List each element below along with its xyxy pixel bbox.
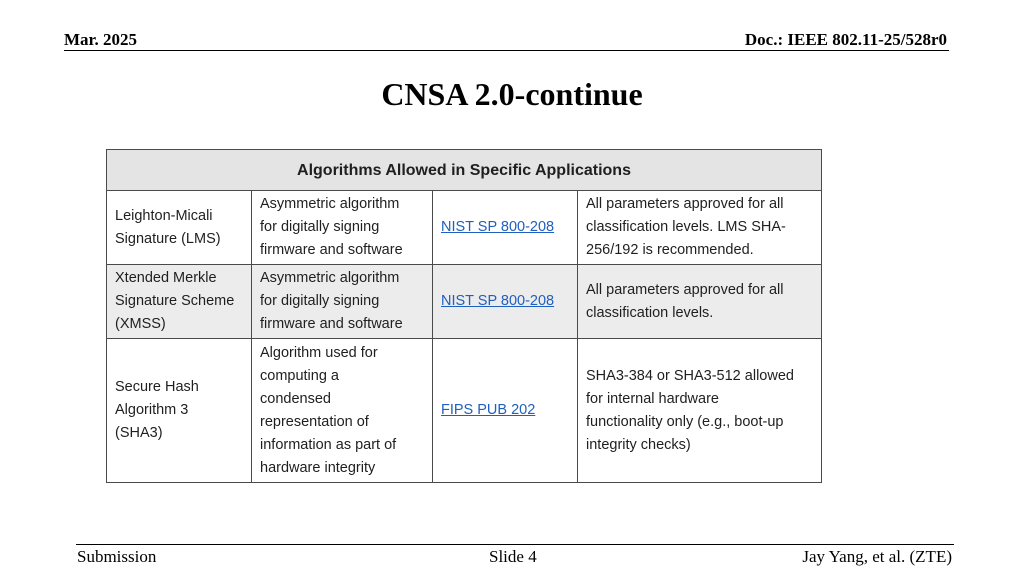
table-row: Leighton-Micali Signature (LMS) Asymmetr… <box>106 190 822 265</box>
cell-line: Asymmetric algorithm <box>260 270 400 286</box>
cell-line: for digitally signing <box>260 219 380 235</box>
function-cell: Asymmetric algorithm for digitally signi… <box>251 190 433 265</box>
cell-line: integrity checks) <box>586 436 691 453</box>
header-divider <box>64 50 949 51</box>
slide-title: CNSA 2.0-continue <box>381 76 643 112</box>
cell-line: Algorithm 3 <box>115 402 189 418</box>
algorithms-table: Algorithms Allowed in Specific Applicati… <box>106 149 822 483</box>
cell-line: Algorithm used for <box>260 344 378 361</box>
footer-slide-number: Slide 4 <box>489 547 537 566</box>
cell-line: Asymmetric algorithm <box>260 196 400 212</box>
cell-line: 256/192 is recommended. <box>586 242 754 258</box>
cell-line: Leighton-Micali <box>115 207 213 224</box>
cell-line: All parameters approved for all <box>586 196 784 212</box>
cell-line: Signature Scheme <box>115 293 235 309</box>
cell-line: SHA3-384 or SHA3-512 allowed <box>586 367 794 384</box>
spec-link[interactable]: NIST SP 800-208 <box>441 293 555 309</box>
parameters-cell: SHA3-384 or SHA3-512 allowed for interna… <box>577 338 822 483</box>
cell-line: Secure Hash <box>115 379 199 395</box>
footer-divider <box>76 544 954 545</box>
parameters-cell: All parameters approved for all classifi… <box>577 264 822 339</box>
spec-link[interactable]: FIPS PUB 202 <box>441 402 536 418</box>
algorithm-name-cell: Leighton-Micali Signature (LMS) <box>106 190 252 265</box>
header-date: Mar. 2025 <box>64 30 138 49</box>
algorithm-name-cell: Xtended Merkle Signature Scheme (XMSS) <box>106 264 252 339</box>
parameters-cell: All parameters approved for all classifi… <box>577 190 822 265</box>
header-doc-id: Doc.: IEEE 802.11-25/528r0 <box>744 30 947 49</box>
cell-line: Signature (LMS) <box>115 230 221 247</box>
table-heading: Algorithms Allowed in Specific Applicati… <box>106 149 822 191</box>
algorithm-name-cell: Secure Hash Algorithm 3 (SHA3) <box>106 338 252 483</box>
cell-line: for digitally signing <box>260 293 380 309</box>
cell-line: classification levels. <box>586 304 714 321</box>
function-cell: Algorithm used for computing a condensed… <box>251 338 433 483</box>
cell-line: All parameters approved for all <box>586 281 784 298</box>
cell-line: firmware and software <box>260 242 403 258</box>
cell-line: for internal hardware <box>586 390 719 407</box>
cell-line: computing a <box>260 367 339 384</box>
cell-line: (XMSS) <box>115 316 166 332</box>
cell-line: firmware and software <box>260 316 403 332</box>
cell-line: classification levels. LMS SHA- <box>586 219 786 235</box>
footer-submission: Submission <box>77 547 157 566</box>
cell-line: Xtended Merkle <box>115 270 217 286</box>
cell-line: condensed <box>260 390 331 407</box>
cell-line: functionality only (e.g., boot-up <box>586 413 784 430</box>
footer-author: Jay Yang, et al. (ZTE) <box>802 547 952 566</box>
spec-cell: FIPS PUB 202 <box>432 338 578 483</box>
cell-line: (SHA3) <box>115 425 163 441</box>
spec-cell: NIST SP 800-208 <box>432 264 578 339</box>
table-row: Xtended Merkle Signature Scheme (XMSS) A… <box>106 264 822 339</box>
spec-link[interactable]: NIST SP 800-208 <box>441 219 555 235</box>
cell-line: information as part of <box>260 436 397 453</box>
cell-line: representation of <box>260 413 369 430</box>
table-row: Secure Hash Algorithm 3 (SHA3) Algorithm… <box>106 338 822 483</box>
cell-line: hardware integrity <box>260 459 376 476</box>
function-cell: Asymmetric algorithm for digitally signi… <box>251 264 433 339</box>
spec-cell: NIST SP 800-208 <box>432 190 578 265</box>
